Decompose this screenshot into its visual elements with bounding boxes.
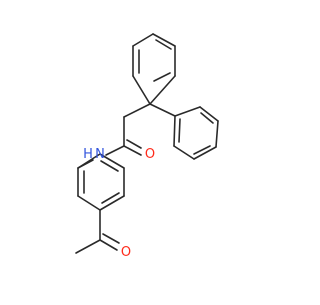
amide-nitrogen-label: N	[95, 147, 105, 162]
amide-oxygen-label: O	[145, 147, 155, 162]
acetylphenyl-ring	[77, 153, 125, 211]
structure-canvas: N H O O	[75, 33, 219, 260]
ketone-oxygen-label: O	[121, 245, 131, 260]
right-phenyl-ring	[173, 106, 219, 160]
upper-phenyl-ring	[132, 33, 176, 105]
molecule-structure: N H O O	[75, 33, 219, 260]
amide-nitrogen-hydrogen-label: H	[83, 147, 93, 162]
acetyl-group	[75, 209, 120, 254]
